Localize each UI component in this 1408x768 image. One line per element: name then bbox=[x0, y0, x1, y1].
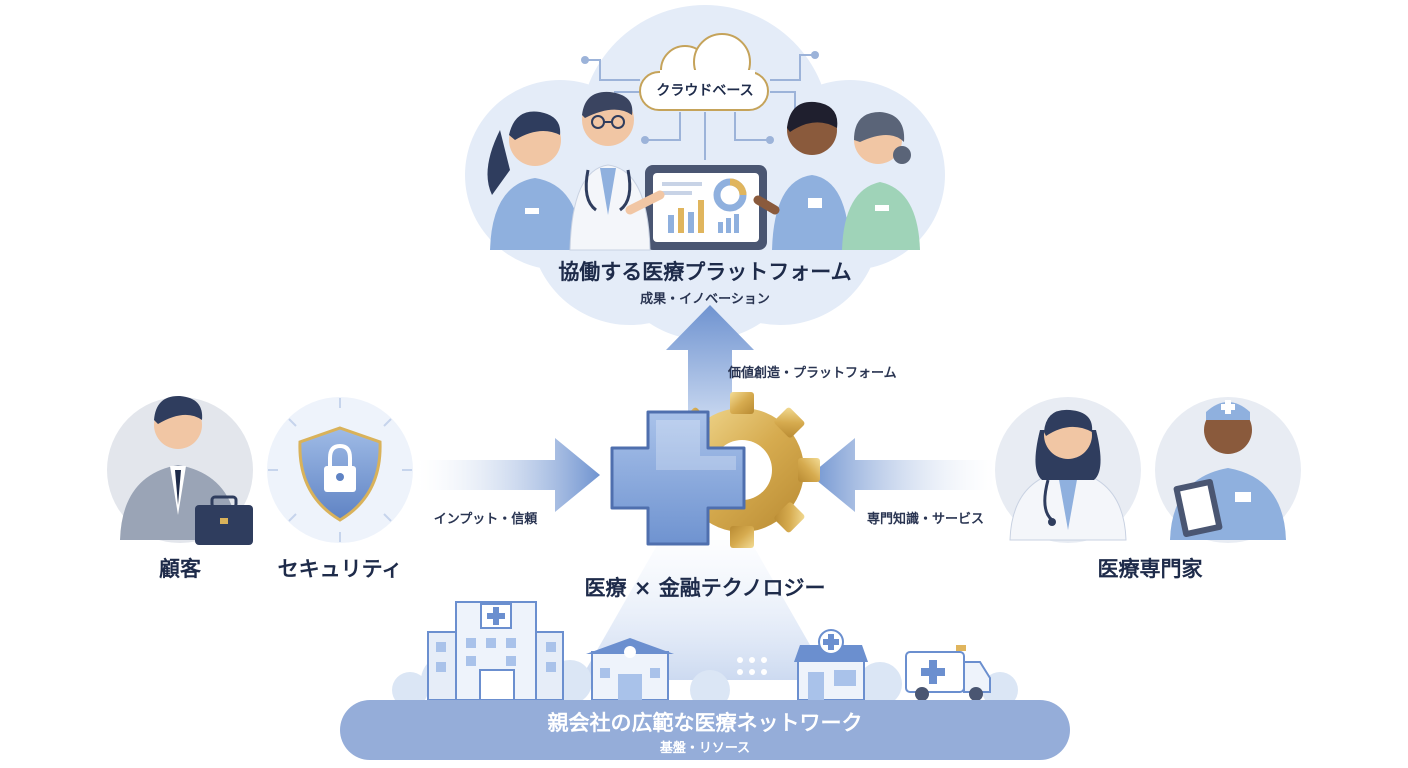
male-nurse-icon bbox=[1155, 397, 1301, 543]
right-arrow-label: 専門知識・サービス bbox=[866, 512, 984, 527]
female-nurse-1-icon bbox=[487, 111, 582, 250]
lock-icon bbox=[324, 443, 356, 492]
cloud-platform bbox=[465, 5, 945, 340]
cloud-icon bbox=[639, 33, 769, 111]
up-arrow-icon bbox=[666, 305, 754, 420]
hospital-icon bbox=[427, 601, 564, 701]
customer-avatar-icon bbox=[107, 395, 253, 545]
left-arrow-label: インプット・信頼 bbox=[433, 512, 538, 527]
customer-label: 顧客 bbox=[159, 557, 201, 581]
stethoscope-icon bbox=[584, 169, 597, 212]
network-subtitle: 基盤・リソース bbox=[659, 741, 751, 756]
medical-network bbox=[340, 601, 1070, 760]
briefcase-icon bbox=[195, 495, 253, 545]
professionals-label: 医療専門家 bbox=[1097, 557, 1203, 581]
cloud-title: 協働する医療プラットフォーム bbox=[558, 260, 852, 284]
male-doctor-icon bbox=[569, 91, 665, 251]
up-arrow-label: 価値創造・プラットフォーム bbox=[728, 366, 897, 381]
security-label: セキュリティ bbox=[277, 557, 403, 581]
left-arrow-icon bbox=[810, 438, 995, 512]
medical-cross-icon bbox=[610, 410, 746, 546]
dots-pattern-icon bbox=[737, 657, 767, 687]
clinic-icon bbox=[586, 638, 674, 701]
ambulance-icon bbox=[905, 645, 991, 701]
cloud-tag-label: クラウドベース bbox=[656, 83, 754, 99]
tablet-dashboard-icon bbox=[645, 165, 767, 250]
female-nurse-2-icon bbox=[753, 101, 850, 250]
clipboard-icon bbox=[1173, 478, 1223, 538]
network-banner bbox=[340, 700, 1070, 760]
center-title: 医療 × 金融テクノロジー bbox=[584, 576, 826, 600]
right-arrow-icon bbox=[418, 438, 600, 512]
network-title: 親会社の広範な医療ネットワーク bbox=[547, 711, 863, 735]
security-badge-icon bbox=[267, 397, 413, 543]
cloud-subtitle: 成果・イノベーション bbox=[640, 292, 770, 307]
female-doctor-icon bbox=[995, 397, 1141, 543]
female-nurse-3-icon bbox=[842, 112, 920, 250]
